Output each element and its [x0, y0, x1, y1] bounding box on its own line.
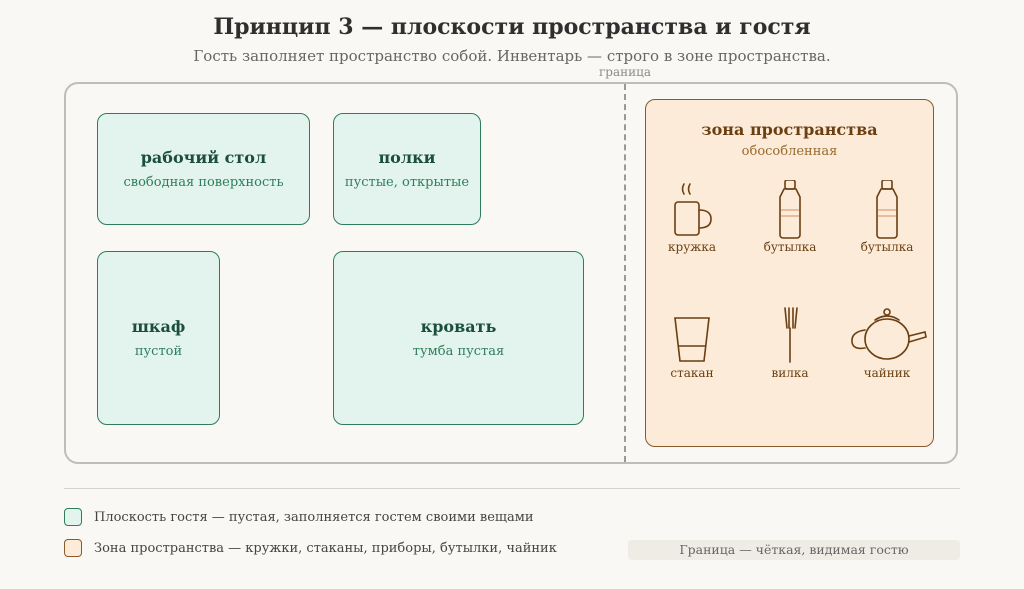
zone-item-glass: стакан — [642, 306, 742, 380]
legend-separator — [64, 488, 960, 489]
guest-box-title: кровать — [420, 317, 497, 336]
space-swatch — [64, 539, 82, 557]
teapot-icon — [851, 308, 927, 360]
guest-box-desk: рабочий стол свободная поверхность — [97, 113, 310, 225]
boundary-label: граница — [599, 65, 651, 79]
guest-box-sub: пустой — [134, 344, 183, 359]
legend-guest: Плоскость гостя — пустая, заполняется го… — [64, 508, 534, 526]
zone-title: зона пространства — [701, 120, 878, 139]
legend-guest-label: Плоскость гостя — пустая, заполняется го… — [94, 509, 534, 525]
guest-swatch — [64, 508, 82, 526]
zone-item-label: чайник — [863, 366, 911, 380]
guest-box-title: рабочий стол — [140, 148, 267, 167]
zone-item-teapot: чайник — [837, 306, 937, 380]
page-title: Принцип 3 — плоскости пространства и гос… — [213, 14, 811, 40]
page-subtitle: Гость заполняет пространство собой. Инве… — [193, 47, 831, 65]
zone-item-label: бутылка — [860, 240, 914, 254]
bottle-icon — [779, 180, 801, 239]
guest-box-shelves: полки пустые, открытые — [333, 113, 481, 225]
guest-box-title: полки — [378, 148, 436, 167]
guest-box-bed: кровать тумба пустая — [333, 251, 584, 425]
zone-item-fork: вилка — [740, 306, 840, 380]
legend-space-label: Зона пространства — кружки, стаканы, при… — [94, 540, 557, 556]
guest-box-sub: пустые, открытые — [344, 175, 470, 190]
zone-item-label: вилка — [771, 366, 809, 380]
fork-icon — [784, 307, 798, 363]
space-zone — [645, 99, 934, 447]
boundary-note: Граница — чёткая, видимая гостю — [628, 540, 960, 560]
zone-item-label: бутылка — [763, 240, 817, 254]
guest-box-title: шкаф — [131, 317, 186, 336]
zone-item-bottle: бутылка — [740, 180, 840, 254]
zone-item-label: кружка — [668, 240, 716, 254]
bottle-icon — [876, 180, 898, 239]
mug-icon — [674, 183, 712, 236]
zone-item-bottle-2: бутылка — [837, 180, 937, 254]
guest-box-wardrobe: шкаф пустой — [97, 251, 220, 425]
glass-icon — [674, 317, 710, 362]
legend-space: Зона пространства — кружки, стаканы, при… — [64, 539, 557, 557]
boundary-divider — [624, 84, 626, 462]
zone-subtitle: обособленная — [741, 144, 838, 159]
guest-box-sub: тумба пустая — [412, 344, 505, 359]
zone-item-label: стакан — [670, 366, 714, 380]
guest-box-sub: свободная поверхность — [123, 175, 284, 190]
zone-item-mug: кружка — [642, 180, 742, 254]
